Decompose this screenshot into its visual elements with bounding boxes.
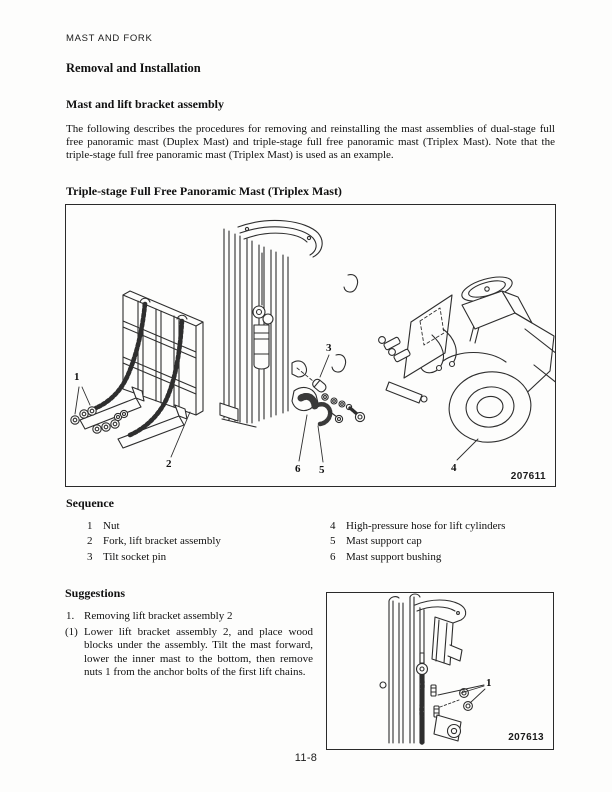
lift-bracket-art (70, 290, 204, 458)
item-label: Fork, lift bracket assembly (103, 535, 221, 548)
sequence-list-right: 4 High-pressure hose for lift cylinders … (330, 519, 505, 565)
sequence-list-left: 1 Nut 2 Fork, lift bracket assembly 3 Ti… (87, 519, 221, 565)
page-header: MAST AND FORK (66, 33, 153, 44)
figure-title: Triple-stage Full Free Panoramic Mast (T… (66, 184, 342, 198)
callout-6: 6 (295, 463, 301, 475)
sequence-item: 6 Mast support bushing (330, 550, 505, 565)
figure-number-main: 207611 (510, 471, 546, 482)
sequence-item: 3 Tilt socket pin (87, 550, 221, 565)
item-number: 2 (87, 535, 93, 548)
item-number: 3 (87, 550, 93, 563)
chain-anchor-detail-artwork (379, 593, 486, 746)
step-number: 1. (66, 610, 75, 622)
item-number: 5 (330, 535, 336, 548)
suggestions-title: Suggestions (65, 586, 126, 600)
page-number: 11-8 (294, 752, 318, 764)
sequence-title: Sequence (66, 496, 114, 510)
suggestion-substep: (1) Lower lift bracket assembly 2, and p… (65, 626, 313, 680)
item-label: Tilt socket pin (103, 550, 167, 563)
suggestion-step: 1. Removing lift bracket assembly 2 (66, 610, 232, 622)
section-title: Removal and Installation (66, 61, 201, 75)
substep-text: Lower lift bracket assembly 2, and place… (84, 626, 313, 679)
item-number: 6 (330, 550, 336, 563)
item-label: Mast support bushing (346, 550, 442, 563)
truck-art (378, 276, 555, 461)
substep-number: (1) (65, 626, 78, 638)
sequence-item: 2 Fork, lift bracket assembly (87, 534, 221, 549)
sequence-item: 5 Mast support cap (330, 534, 505, 549)
nuts-art (70, 406, 129, 434)
item-number: 1 (87, 520, 93, 532)
sequence-item: 1 Nut (87, 519, 221, 534)
callout-1: 1 (74, 371, 80, 383)
subsection-title: Mast and lift bracket assembly (66, 97, 224, 111)
sequence-item: 4 High-pressure hose for lift cylinders (330, 519, 505, 534)
figure-main: 1 2 3 4 5 6 207611 (65, 204, 556, 487)
item-label: Mast support cap (346, 535, 422, 548)
item-number: 4 (330, 520, 336, 532)
mast-removal-artwork (70, 219, 555, 463)
callout-3: 3 (326, 342, 332, 354)
callout-detail-1: 1 (486, 677, 492, 689)
callout-5: 5 (319, 464, 325, 476)
figure-detail: 1 207613 (326, 592, 554, 750)
step-title: Removing lift bracket assembly 2 (84, 610, 233, 622)
figure-number-detail: 207613 (508, 732, 544, 743)
callout-2: 2 (166, 458, 172, 470)
item-label: Nut (103, 520, 120, 532)
mast-art (219, 219, 366, 463)
item-label: High-pressure hose for lift cylinders (346, 520, 506, 532)
callout-4: 4 (451, 462, 457, 474)
intro-paragraph: The following describes the procedures f… (66, 123, 555, 161)
